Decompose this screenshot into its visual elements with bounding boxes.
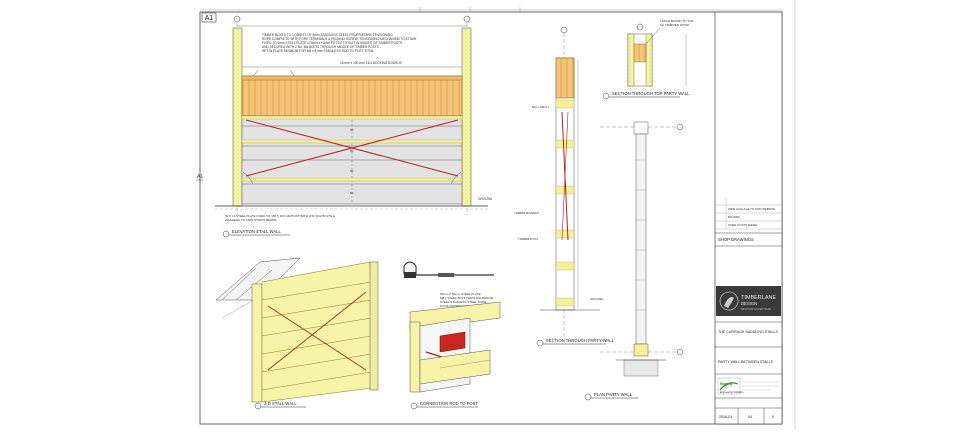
plan-caption: PLAN PARTY WALL <box>594 392 633 397</box>
section-label-1: BAL LARCH <box>532 105 549 109</box>
elevation-caption: ELEVATION STALL WALL <box>232 229 281 234</box>
company-name: TIMBERLANE <box>741 295 776 301</box>
bottom-note-1: 50 X 14 STEEL PLATE FIXED TO 150 X 100 G… <box>225 214 335 218</box>
conn-note-1: 50mm X 50mm STEEL PLATE <box>440 292 481 296</box>
sheet-ref: A1 <box>205 15 214 22</box>
section-label-3: TIMBER POST <box>518 237 539 241</box>
rev-note-3: STEEL POSTS ADDED <box>728 223 757 227</box>
rev-note-2: BOARDS <box>728 215 740 219</box>
elevation-stall-wall: TIMBER BOXED TO CONSIST OF 6mm STAINLESS… <box>215 15 493 238</box>
conn-note-2: M8 x STEEL BOLT THROUGH MIDDLE <box>440 296 493 300</box>
company-sub: DESIGN <box>741 301 757 306</box>
svg-text:50: 50 <box>350 128 354 132</box>
svg-text:A1: A1 <box>197 174 203 180</box>
section-caption: SECTION THROUGH PARTY WALL <box>546 338 615 343</box>
svg-text:50: 50 <box>350 169 354 173</box>
decking-label: 18 mm x 150 mm T&G DECKING BOARDS <box>340 61 402 65</box>
drawing-number: 2018-01 <box>719 415 732 419</box>
ground-label: GROUND <box>478 197 493 201</box>
section-party-wall: BAL LARCH TIMBER BOARDS TIMBER POST GROU… <box>514 26 615 347</box>
drawing-title: PARTY WALL BETWEEN STALLS <box>718 360 774 364</box>
engineer-brand: Rigging <box>720 382 732 386</box>
company-tag: BESPOKE EQUESTRIAN <box>741 307 771 311</box>
conn-note-3: STEEL STAINLESS STEEL ROPE <box>440 300 486 304</box>
top-section-caption: SECTION THROUGH TOP PARTY WALL <box>612 91 690 96</box>
title-block: WIDE HAULAGE TO OWN WEBSITE BOARDS STEEL… <box>714 11 783 425</box>
section-label-4: GROUND <box>590 297 604 301</box>
section-label-2: TIMBER BOARDS <box>514 211 539 215</box>
view-3d-caption: 3-D STALL WALL <box>264 401 297 406</box>
project-name: THE CURRAGH SADDLING STALLS <box>718 330 778 334</box>
top-note-1: LARCH BOARD TO TOP <box>660 19 693 23</box>
elevation-note-4: AND SECURED WITH 2 No. M8 BOLTS THROUGH … <box>262 45 379 49</box>
top-note-2: OF TRIMMED WOOD <box>660 23 690 27</box>
elevation-note-5: SET-IN PLATE MINIMUM FOR M8 x 8 mm STAIN… <box>262 49 374 53</box>
elevation-note-1: TIMBER BOXED TO CONSIST OF 6mm STAINLESS… <box>262 33 393 37</box>
connection-caption: CONNECTION ROD TO POST <box>420 401 478 406</box>
svg-text:50: 50 <box>350 149 354 153</box>
revision-number: 0 <box>772 415 774 419</box>
rev-note-1: WIDE HAULAGE TO OWN WEBSITE <box>728 207 775 211</box>
section-top-party-wall: LARCH BOARD TO TOP OF TRIMMED WOOD SECTI… <box>602 19 693 100</box>
bottom-note-2: WASHERS TO TAKE STRAIN BEAMS <box>225 218 277 222</box>
view-3d-stall-wall: 3-D STALL WALL <box>215 257 379 410</box>
elevation-note-2: ROPE COMPLETE WITH FORK TERMINALS & RIGG… <box>262 37 417 41</box>
sheet-number: 04 <box>748 415 752 419</box>
svg-text:50: 50 <box>350 191 354 195</box>
engineer-name: Engineering Solutions <box>720 391 744 394</box>
drawing-type: SHOP DRAWINGS <box>718 237 754 242</box>
sheet-ref-box <box>201 12 217 23</box>
connection-detail: 50mm X 50mm STEEL PLATE M8 x STEEL BOLT … <box>403 261 501 410</box>
plan-party-wall: PLAN PARTY WALL <box>584 121 684 401</box>
elevation-note-3: FIXED TO 6mm STEEL PLATE 175mm x 90mm FI… <box>262 41 402 45</box>
